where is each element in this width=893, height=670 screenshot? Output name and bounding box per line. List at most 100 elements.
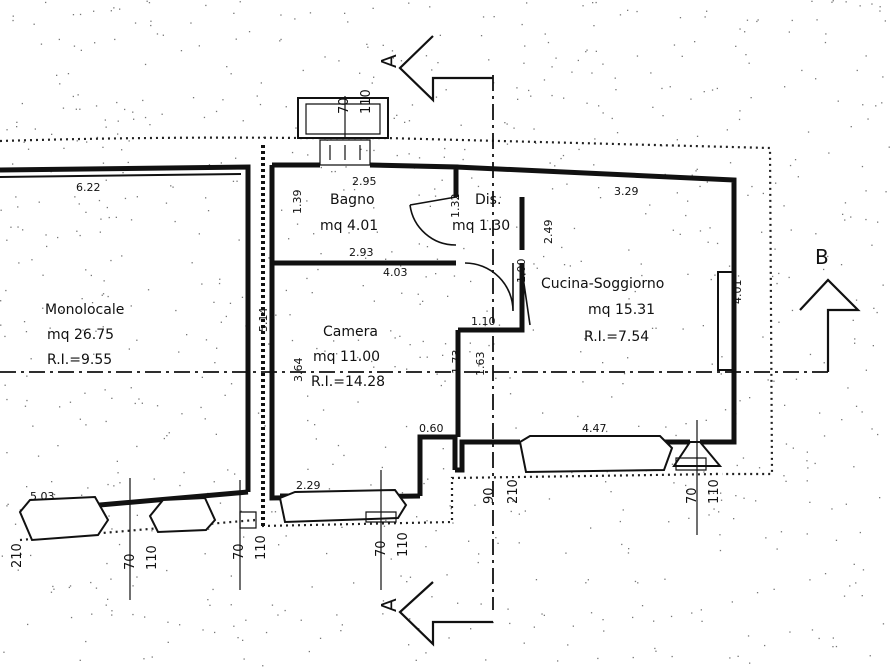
speck xyxy=(460,124,462,126)
speck xyxy=(400,575,402,577)
speck xyxy=(832,646,834,648)
speck xyxy=(116,460,118,462)
speck xyxy=(785,480,787,482)
speck xyxy=(469,342,471,344)
speck xyxy=(506,221,509,223)
speck xyxy=(431,69,433,71)
speck xyxy=(130,219,133,221)
speck xyxy=(685,214,687,217)
speck xyxy=(544,33,546,35)
room-name: Monolocale xyxy=(45,302,124,318)
speck xyxy=(862,104,864,106)
speck xyxy=(198,45,200,47)
speck xyxy=(728,265,731,267)
speck xyxy=(507,608,509,610)
speck xyxy=(280,38,282,41)
speck xyxy=(204,553,206,555)
speck xyxy=(202,629,204,631)
speck xyxy=(506,123,508,125)
speck xyxy=(315,438,317,440)
speck xyxy=(482,16,485,18)
speck xyxy=(408,120,411,122)
speck xyxy=(319,637,322,639)
room-camera: Camera mq 11.00 R.I.=14.28 xyxy=(311,324,385,390)
speck xyxy=(186,334,188,336)
speck xyxy=(816,19,818,21)
speck xyxy=(294,18,296,20)
speck xyxy=(107,483,109,486)
speck xyxy=(795,378,798,380)
speck xyxy=(72,14,75,16)
speck xyxy=(696,168,698,170)
speck xyxy=(445,89,447,91)
speck xyxy=(340,630,342,632)
speck xyxy=(853,563,855,565)
dim-3-29: 3.29 xyxy=(614,185,639,198)
speck xyxy=(166,435,168,437)
speck xyxy=(628,249,630,251)
speck xyxy=(281,209,283,211)
speck xyxy=(99,231,101,233)
speck xyxy=(181,413,183,415)
speck xyxy=(337,444,340,447)
speck xyxy=(208,528,210,530)
speck xyxy=(204,418,206,420)
speck xyxy=(738,118,741,121)
speck xyxy=(279,40,281,42)
speck xyxy=(230,575,232,577)
speck xyxy=(6,452,8,454)
speck xyxy=(664,578,666,580)
speck xyxy=(406,581,408,583)
speck xyxy=(516,226,518,228)
speck xyxy=(390,330,392,332)
speck xyxy=(587,579,589,581)
speck xyxy=(736,464,738,467)
speck xyxy=(446,574,448,576)
speck xyxy=(762,192,764,195)
section-label-a-bottom: A xyxy=(377,598,401,612)
speck xyxy=(865,218,867,221)
speck xyxy=(226,66,228,68)
speck xyxy=(673,44,676,46)
speck xyxy=(110,578,112,580)
speck xyxy=(632,616,634,619)
speck xyxy=(396,114,398,116)
speck xyxy=(0,324,2,326)
speck xyxy=(309,12,312,14)
speck xyxy=(729,162,732,164)
speck xyxy=(416,516,418,518)
speck xyxy=(360,148,362,150)
speck xyxy=(214,631,216,634)
speck xyxy=(444,343,447,345)
speck xyxy=(203,116,206,119)
speck xyxy=(687,200,689,202)
speck xyxy=(213,481,215,483)
speck xyxy=(12,15,14,17)
speck xyxy=(840,264,843,266)
speck xyxy=(888,146,890,148)
speck xyxy=(486,310,488,312)
speck xyxy=(567,644,569,646)
opening-top-window: 70 110 xyxy=(337,89,374,138)
speck xyxy=(122,172,124,174)
speck xyxy=(806,460,808,462)
speck xyxy=(789,631,791,633)
speck xyxy=(598,187,600,189)
speck xyxy=(393,117,395,119)
speck xyxy=(611,117,613,120)
speck xyxy=(371,82,373,84)
speck xyxy=(3,651,5,653)
speck xyxy=(30,554,32,557)
speck xyxy=(239,1,241,3)
speck xyxy=(585,582,587,584)
speck xyxy=(227,469,229,471)
speck xyxy=(56,74,58,76)
speck xyxy=(332,463,334,465)
dim-2-93: 2.93 xyxy=(349,246,374,259)
speck xyxy=(484,324,486,327)
speck xyxy=(130,305,132,307)
speck xyxy=(372,7,374,9)
speck xyxy=(311,292,313,294)
speck xyxy=(85,269,87,271)
speck xyxy=(150,20,152,22)
